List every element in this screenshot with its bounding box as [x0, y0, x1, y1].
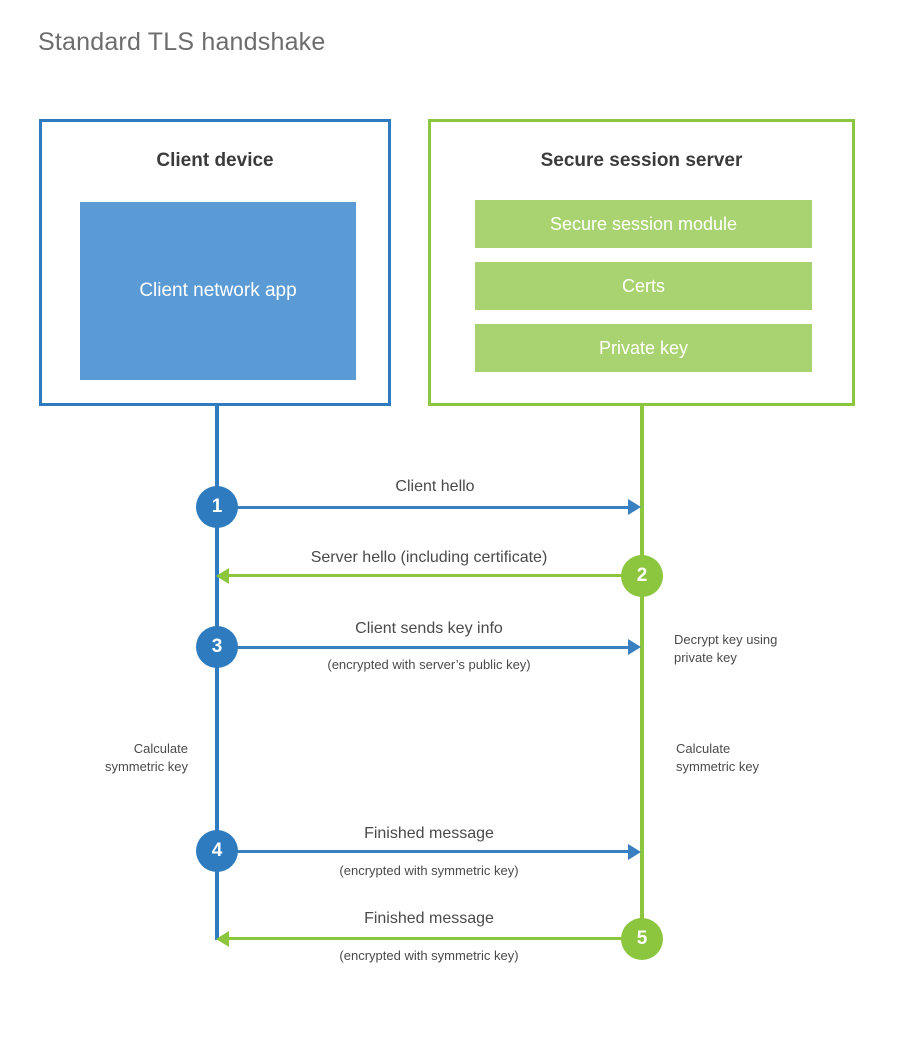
secure-session-server-panel: Secure session server Secure session mod… [428, 119, 855, 406]
step-5-sublabel: (encrypted with symmetric key) [339, 948, 519, 963]
server-decrypt-key-note: Decrypt key using private key [674, 631, 854, 666]
step-5-arrow-line [228, 937, 628, 940]
client-device-title: Client device [156, 150, 274, 171]
client-lifeline [215, 406, 219, 940]
secure-session-server-title: Secure session server [540, 150, 743, 171]
client-calculate-symmetric-key-note: Calculate symmetric key [40, 740, 188, 775]
server-lifeline [640, 406, 644, 939]
client-network-app-box: Client network app [80, 202, 356, 380]
step-2-label: Server hello (including certificate) [310, 549, 548, 566]
step-4-arrow-head-icon [628, 844, 641, 860]
step-3-arrow-line [230, 646, 628, 649]
server-decrypt-key-note-line2: private key [674, 649, 737, 665]
step-2-arrow-line [228, 574, 628, 577]
step-4-label: Finished message [364, 825, 494, 842]
server-component-private-key: Private key [475, 324, 812, 372]
server-calculate-note-line1: Calculate [676, 741, 731, 756]
server-calculate-note-line2: symmetric key [676, 758, 760, 774]
step-5-arrow-head-icon [216, 931, 229, 947]
server-decrypt-key-note-line1: Decrypt key using [674, 632, 778, 647]
server-component-certs: Certs [475, 262, 812, 310]
step-1-circle: 1 [196, 486, 238, 528]
step-4-sublabel: (encrypted with symmetric key) [339, 863, 519, 878]
step-3-label: Client sends key info [355, 620, 503, 637]
client-calculate-note-line1: Calculate [133, 741, 188, 756]
step-4-arrow-line [230, 850, 628, 853]
step-2-arrow-head-icon [216, 568, 229, 584]
step-2-circle: 2 [621, 555, 663, 597]
client-calculate-note-line2: symmetric key [104, 758, 188, 774]
step-5-circle: 5 [621, 918, 663, 960]
step-5-label: Finished message [364, 910, 494, 927]
server-component-list: Secure session module Certs Private key [475, 200, 812, 372]
step-3-sublabel: (encrypted with server’s public key) [327, 657, 531, 672]
step-4-circle: 4 [196, 830, 238, 872]
step-1-label: Client hello [395, 478, 475, 495]
page-title: Standard TLS handshake [38, 28, 326, 56]
client-device-panel: Client device Client network app [39, 119, 391, 406]
step-3-arrow-head-icon [628, 639, 641, 655]
step-1-arrow-line [230, 506, 628, 509]
step-3-circle: 3 [196, 626, 238, 668]
step-1-arrow-head-icon [628, 499, 641, 515]
server-component-secure-session-module: Secure session module [475, 200, 812, 248]
server-calculate-symmetric-key-note: Calculate symmetric key [676, 740, 856, 775]
